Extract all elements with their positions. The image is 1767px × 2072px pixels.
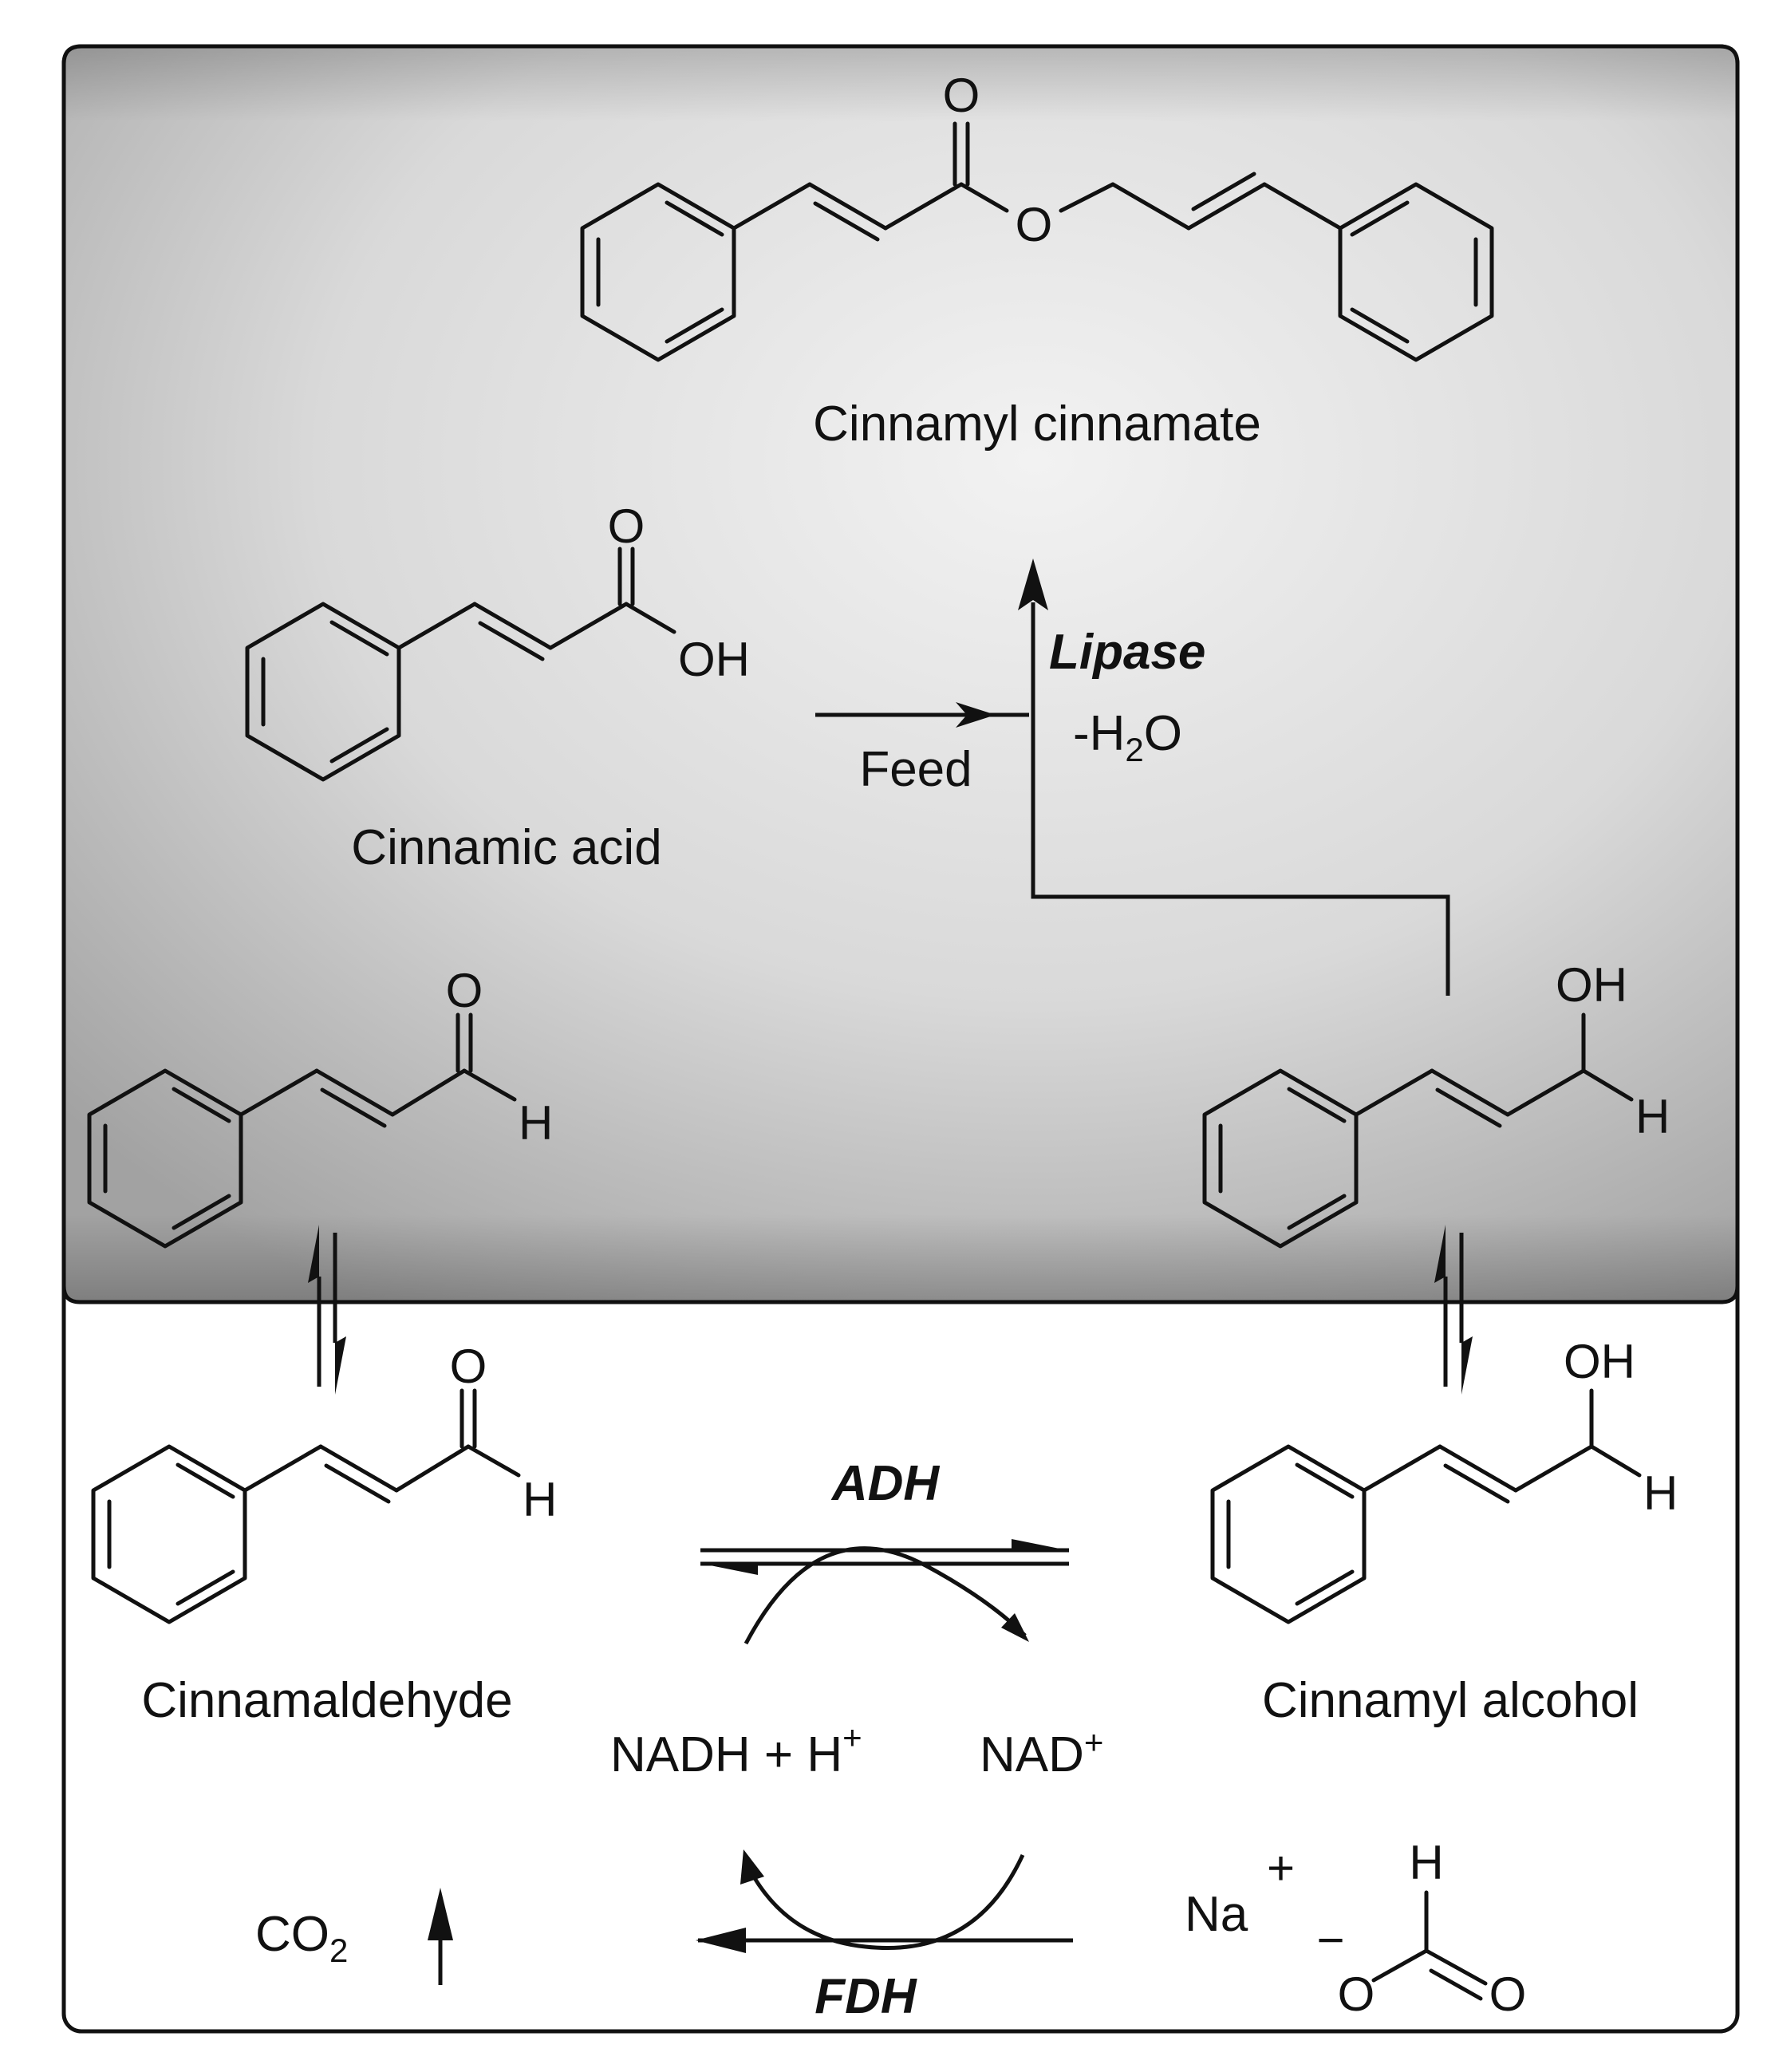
aldehyde-hydrogen-label: H [519,1096,553,1150]
sodium-charge: + [1267,1841,1295,1895]
aldehyde-aq-oxygen-label: O [450,1340,487,1393]
co2-label: CO2 [255,1907,348,1969]
feed-arrow [815,702,1029,728]
cinnamaldehyde-aqueous-structure: O H [91,1340,557,1624]
water-loss-label: -H2O [1073,706,1182,768]
formate-charge: − [1316,1913,1344,1967]
alcohol-hydrogen-label: H [1635,1090,1670,1143]
nad-label: NAD+ [980,1723,1103,1782]
formate-hydrogen-label: H [1409,1836,1443,1889]
fdh-enzyme-label: FDH [814,1969,917,2024]
aldehyde-aq-hydrogen-label: H [523,1473,557,1526]
feed-label: Feed [859,742,972,797]
acid-hydroxyl-label: OH [678,633,750,686]
alcohol-hydroxyl-label: OH [1556,958,1627,1012]
lipase-enzyme-label: Lipase [1049,625,1205,680]
phase-equilibrium-right [1434,1225,1473,1395]
cinnamaldehyde-organic-structure: O H [87,964,553,1249]
cinnamic-acid-structure: O OH [245,499,750,782]
formate-structure: H O − O [1316,1836,1526,2021]
phase-equilibrium-left [308,1225,346,1395]
adh-enzyme-label: ADH [830,1456,941,1511]
acid-carbonyl-oxygen-label: O [608,499,645,553]
cinnamyl-cinnamate-structure: O O [580,69,1494,362]
aldehyde-oxygen-label: O [446,964,483,1017]
alcohol-aq-hydrogen-label: H [1643,1466,1678,1520]
cinnamic-acid-label: Cinnamic acid [351,820,661,875]
organic-phase [61,44,1740,1304]
nadh-label: NADH + H+ [610,1719,862,1782]
sodium-label: Na [1185,1887,1248,1942]
nadh-oxidation-curve [743,1546,1029,1645]
alcohol-aq-hydroxyl-label: OH [1564,1335,1635,1388]
nad-reduction-curve [740,1849,1025,1951]
ester-oxygen-label: O [1016,198,1053,251]
cinnamaldehyde-label: Cinnamaldehyde [141,1673,512,1728]
formate-carbonyl-oxygen-label: O [1489,1967,1527,2021]
co2-release-arrow [428,1888,453,1985]
cinnamyl-alcohol-label: Cinnamyl alcohol [1262,1673,1639,1728]
lipase-arrow [1018,558,1450,996]
cinnamyl-cinnamate-label: Cinnamyl cinnamate [813,397,1261,452]
formate-oxide-label: O [1338,1967,1375,2021]
cinnamyl-alcohol-organic-structure: OH H [1202,958,1670,1249]
fdh-arrow [696,1928,1073,1953]
carbonyl-oxygen-label: O [943,69,980,122]
cinnamyl-alcohol-aqueous-structure: OH H [1210,1335,1678,1624]
